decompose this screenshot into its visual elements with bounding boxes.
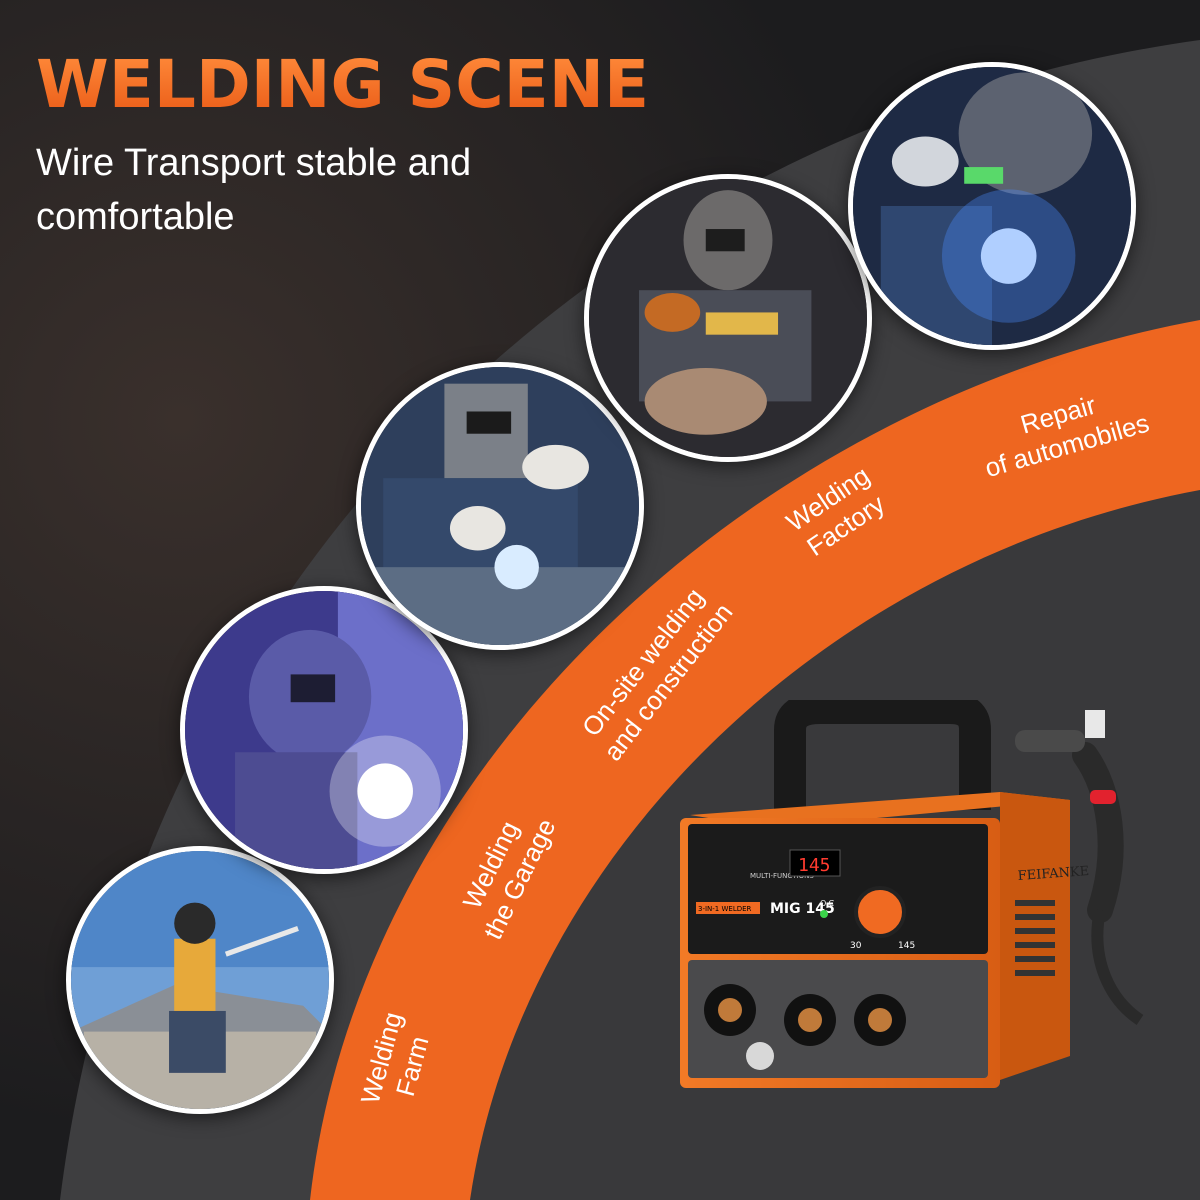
page-subtitle: Wire Transport stable and comfortable	[36, 142, 472, 238]
model-name: MIG 145	[770, 901, 835, 917]
vent-slots-icon	[1015, 900, 1055, 976]
scene-photo-automobile-repair	[848, 62, 1136, 350]
scene-photo-construction	[356, 362, 644, 650]
status-label: O.C	[820, 899, 835, 908]
farm-welder-photo-icon	[71, 851, 329, 1109]
scene-photo-factory	[584, 174, 872, 462]
garage-welder-photo-icon	[185, 591, 463, 869]
construction-welder-photo-icon	[361, 367, 639, 645]
automobile-repair-welder-photo-icon	[853, 67, 1131, 345]
range-min: 30	[850, 941, 862, 951]
carry-handle-icon	[774, 700, 991, 820]
scene-photo-farm	[66, 846, 334, 1114]
range-max: 145	[898, 941, 915, 951]
welding-torch-icon	[1015, 710, 1144, 1025]
welder-machine: FEIFANKE MULTI-FUNCTIONS 145 3-IN-1 WELD…	[680, 700, 1144, 1088]
badge-text: 3-IN-1 WELDER	[698, 905, 752, 913]
current-display: 145	[798, 855, 831, 876]
panel-caption: MULTI-FUNCTIONS	[750, 872, 814, 880]
status-led-icon	[820, 910, 828, 918]
scene-photo-garage	[180, 586, 468, 874]
factory-welder-photo-icon	[589, 179, 867, 457]
page-title: WELDING SCENE	[36, 46, 650, 123]
brand-mark: FEIFANKE	[1017, 864, 1089, 884]
current-knob-icon	[854, 886, 906, 938]
output-socket-icon	[704, 984, 906, 1070]
